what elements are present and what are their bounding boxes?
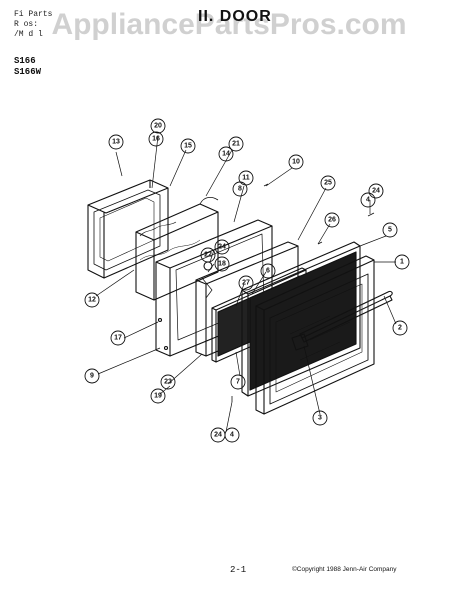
- callout-label: 14: [222, 151, 230, 158]
- header-line: Fi Parts: [14, 10, 53, 19]
- header-line: /M d l: [14, 30, 43, 39]
- callout-label: 8: [238, 186, 242, 193]
- callout-label: 24: [372, 188, 380, 195]
- callout-label: 3: [318, 415, 322, 422]
- screws: [231, 183, 375, 402]
- callout-label: 27: [242, 280, 250, 287]
- callout-label: 7: [236, 379, 240, 386]
- callout-label: 2: [398, 325, 402, 332]
- model-list: S166 S166W: [14, 56, 41, 78]
- model-number: S166W: [14, 67, 42, 77]
- callout-label: 11: [242, 175, 250, 182]
- callout-label: 20: [154, 123, 162, 130]
- page-title: II. DOOR: [198, 8, 272, 25]
- callout-label: 18: [218, 261, 226, 268]
- callout-label: 10: [292, 159, 300, 166]
- callout-label: 16: [152, 136, 160, 143]
- callout-label: 5: [388, 227, 392, 234]
- callout-label: 24: [218, 244, 226, 251]
- callout-circles: [84, 118, 410, 443]
- callout-label: 21: [232, 141, 240, 148]
- callout-label: 15: [184, 143, 192, 150]
- callout-label: 22: [204, 252, 212, 259]
- callout-label: 6: [266, 268, 270, 275]
- callout-label: 23: [164, 379, 172, 386]
- handle-bracket: [291, 333, 309, 351]
- outer-door-frame: [255, 255, 375, 415]
- callout-label: 9: [90, 373, 94, 380]
- copyright-notice: ©Copyright 1988 Jenn-Air Company: [292, 566, 397, 573]
- leader-lines: [95, 135, 397, 433]
- insulation-block: [135, 196, 219, 301]
- page-number: 2-1: [230, 565, 247, 575]
- callout-label: 12: [88, 297, 96, 304]
- callout-label: 19: [154, 393, 162, 400]
- header-line: R os:: [14, 20, 39, 29]
- callout-label: 4: [366, 197, 370, 204]
- callout-label: 24: [214, 432, 222, 439]
- callout-label: 13: [112, 139, 120, 146]
- header-info: Fi Parts R os: /M d l: [14, 10, 52, 40]
- callout-label: 25: [324, 180, 332, 187]
- callout-label: 26: [328, 217, 336, 224]
- dark-glass-panel: [241, 241, 361, 397]
- model-number: S166: [14, 56, 36, 66]
- callout-label: 17: [114, 335, 122, 342]
- callout-label: 4: [230, 432, 234, 439]
- callout-label: 1: [400, 259, 404, 266]
- door-handle: [299, 290, 393, 343]
